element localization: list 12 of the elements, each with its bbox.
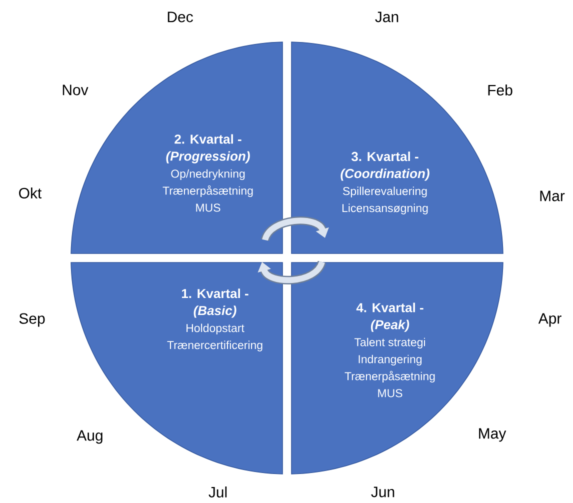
curved-arrow	[258, 260, 326, 284]
month-label: May	[479, 428, 506, 442]
month-label: Dec	[168, 12, 193, 22]
month-label: Feb	[488, 84, 512, 96]
month-label: Aug	[76, 430, 102, 444]
month-label: Okt	[19, 188, 42, 198]
curved-arrow	[261, 216, 329, 242]
month-label: Apr	[538, 313, 562, 327]
month-label: Jan	[375, 12, 398, 22]
month-label: Mar	[540, 190, 565, 202]
month-label: Sep	[19, 313, 45, 327]
month-label: Nov	[62, 84, 88, 96]
